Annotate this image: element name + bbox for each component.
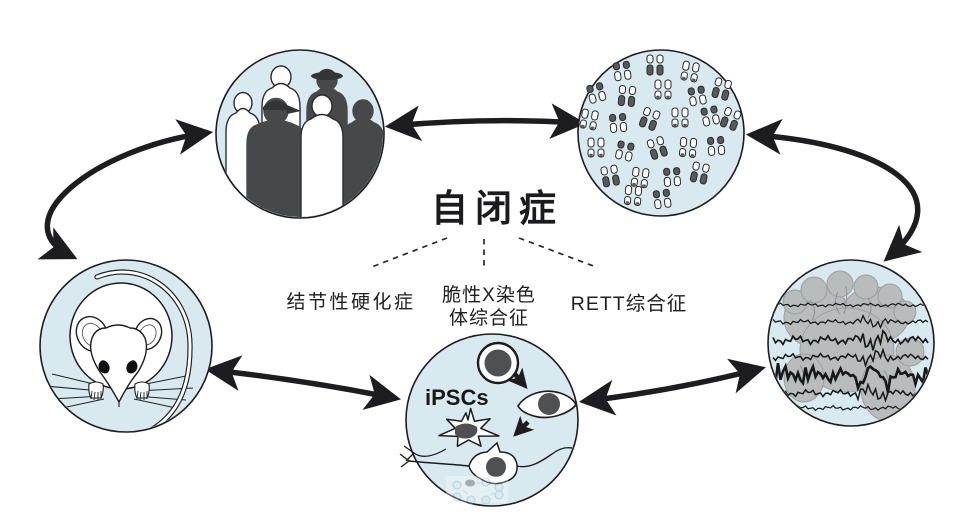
human-patients-node bbox=[215, 49, 385, 219]
diagram-title: 自闭症 bbox=[431, 188, 563, 229]
progenitor-cell-icon bbox=[516, 390, 577, 419]
brain-eeg-icon bbox=[772, 270, 930, 422]
watermark bbox=[446, 476, 508, 505]
stem-cell-icon bbox=[476, 341, 520, 385]
arrow-mouse-ipsc bbox=[204, 355, 402, 410]
mouse-model-node bbox=[39, 259, 213, 433]
syndrome-label-fragile-x: 脆性X染色 体综合征 bbox=[442, 285, 536, 330]
syndrome-label-rett: RETT综合征 bbox=[570, 293, 688, 315]
arrow-human-karyotype bbox=[384, 103, 587, 142]
syndrome-connectors bbox=[368, 237, 597, 269]
astrocyte-nucleus bbox=[455, 423, 478, 439]
chromosomes-icon bbox=[579, 54, 742, 210]
cycle-arrows bbox=[37, 103, 923, 416]
dashed-line-left bbox=[368, 237, 448, 269]
neuron-icon bbox=[399, 441, 573, 485]
differentiation-arrow-2 bbox=[513, 415, 535, 437]
arrow-human-mouse bbox=[37, 119, 214, 260]
karyotype-node bbox=[577, 49, 745, 217]
arrow-ipsc-eeg bbox=[578, 358, 766, 416]
fragile-x-line1: 脆性X染色 bbox=[442, 285, 536, 306]
differentiation-arrow-1 bbox=[507, 367, 528, 390]
brain-eeg-node bbox=[767, 259, 935, 427]
mouse-icon bbox=[44, 269, 194, 431]
dashed-line-right bbox=[518, 237, 597, 268]
fragile-x-line2: 体综合征 bbox=[448, 307, 529, 329]
ipsc-node: iPSCs bbox=[399, 333, 579, 507]
arrow-karyotype-eeg bbox=[745, 118, 923, 262]
people-silhouettes-icon bbox=[225, 65, 383, 217]
ipsc-label: iPSCs bbox=[425, 385, 489, 410]
syndrome-label-tuberous-sclerosis: 结节性硬化症 bbox=[286, 292, 416, 313]
